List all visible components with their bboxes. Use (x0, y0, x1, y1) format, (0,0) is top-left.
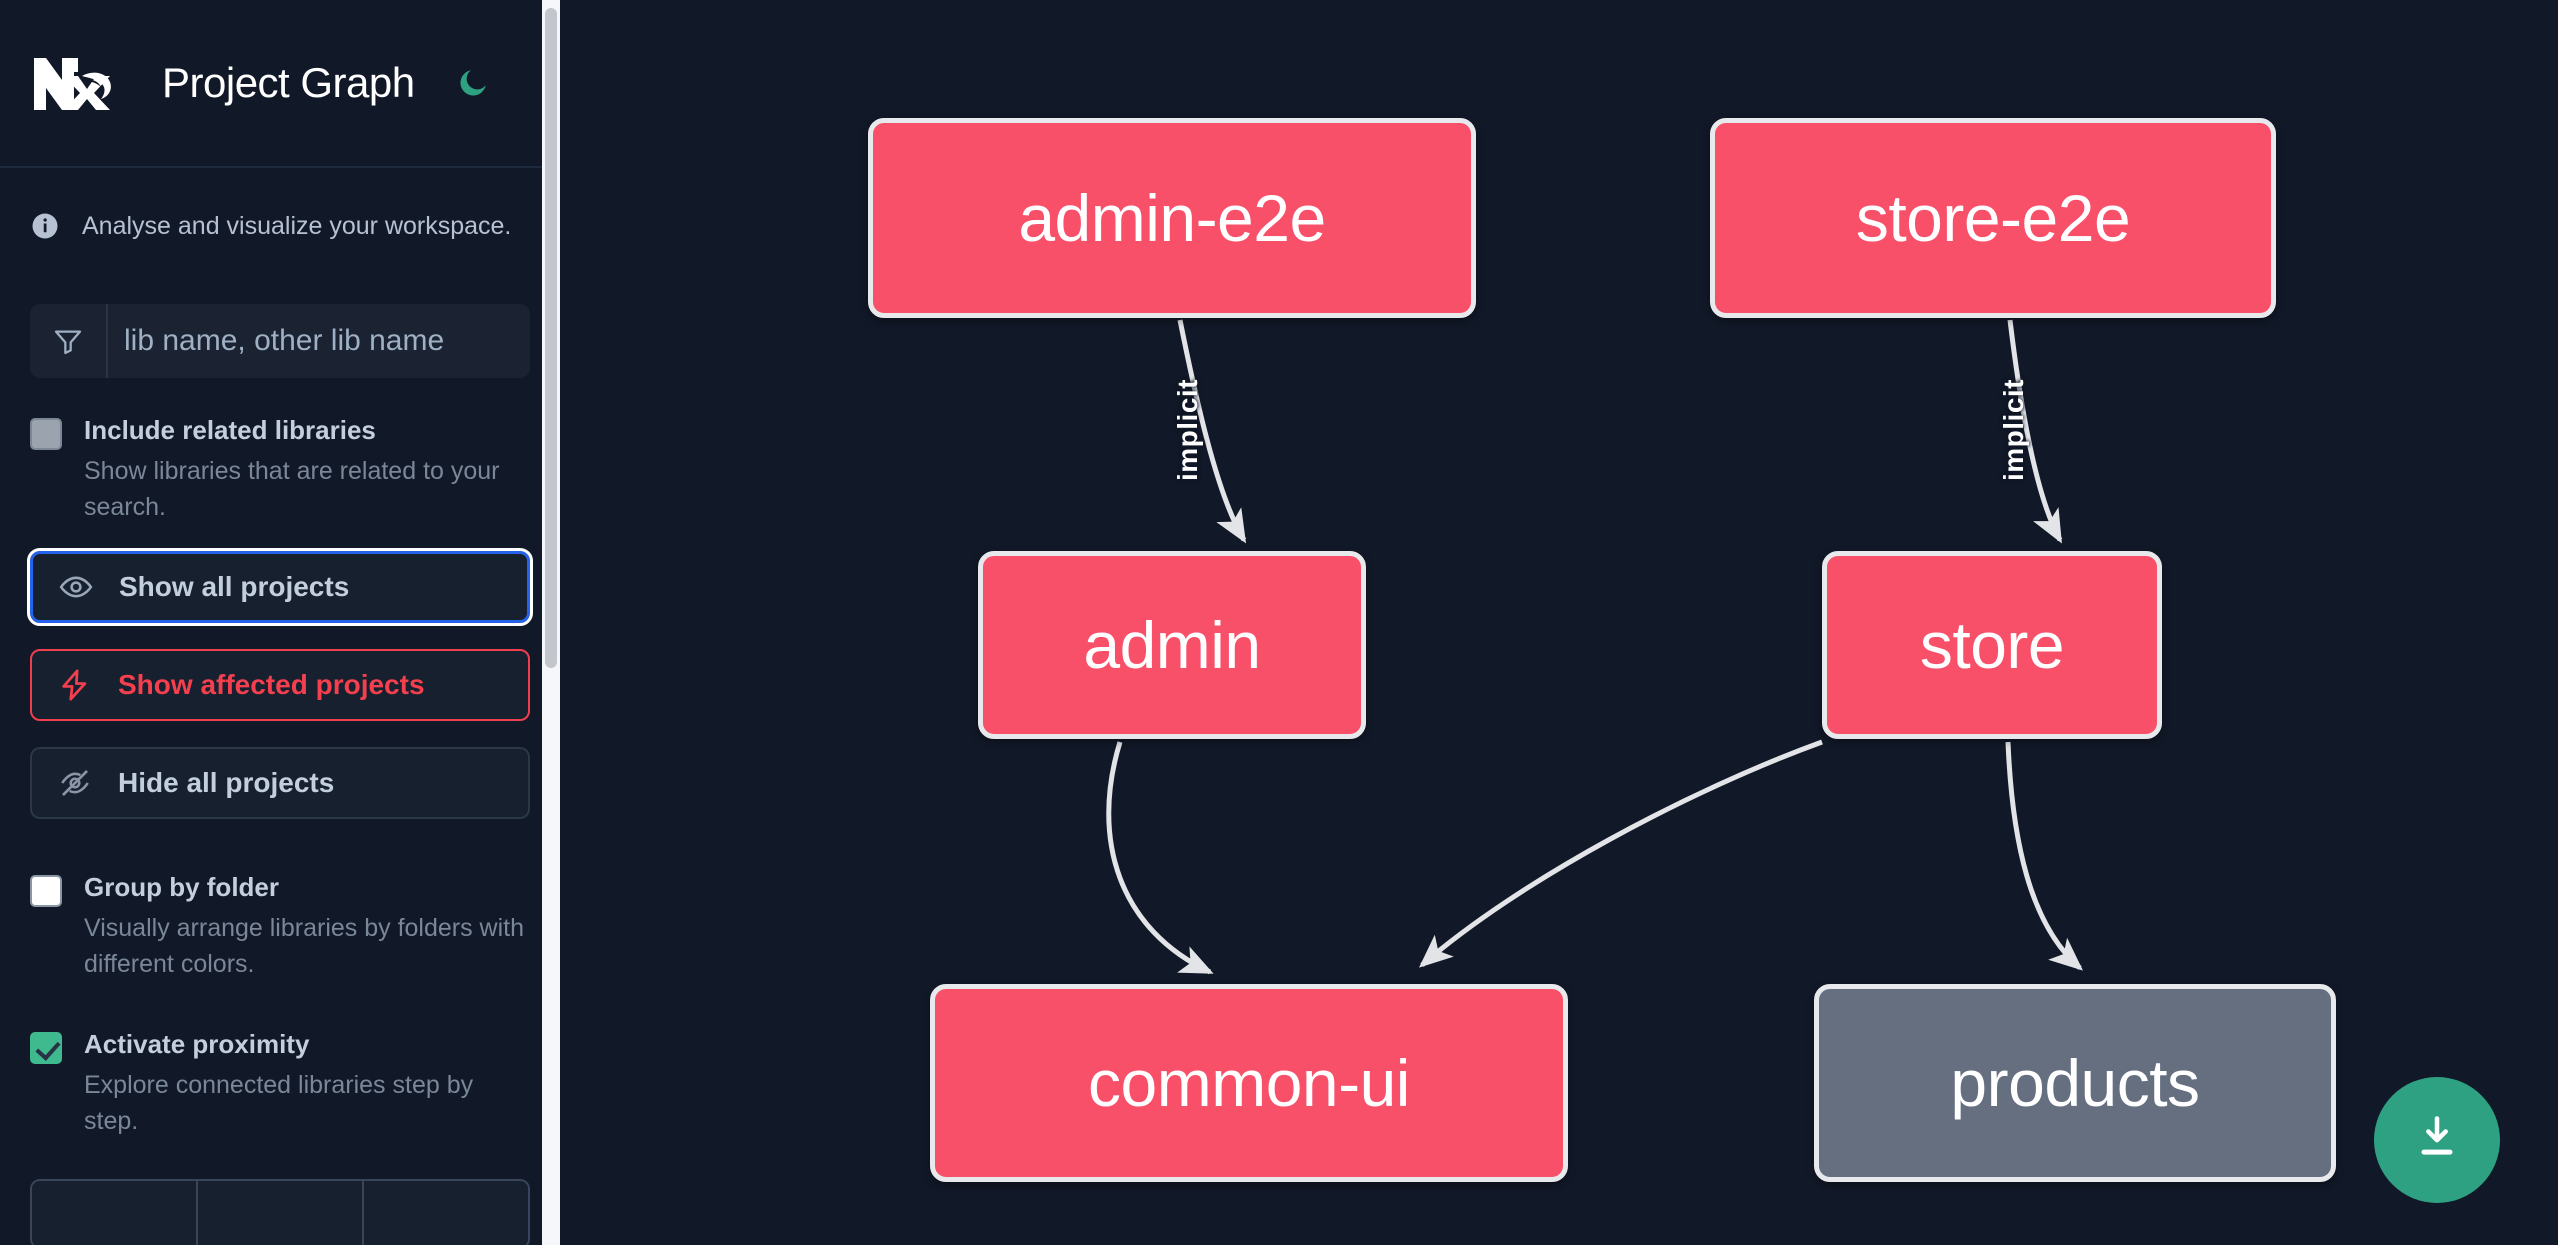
show-all-projects-button[interactable]: Show all projects (27, 548, 533, 626)
checkbox-group-by-folder-box[interactable] (30, 875, 62, 907)
lightning-icon (58, 668, 102, 702)
edge-label-admin-e2e-implicit: implicit (1168, 330, 1208, 530)
sidebar-body: Analyse and visualize your workspace. In… (0, 206, 560, 1245)
sidebar-header: Project Graph (0, 0, 560, 168)
graph-node-admin[interactable]: admin (978, 551, 1366, 739)
graph-node-store[interactable]: store (1822, 551, 2162, 739)
nx-logo-icon (30, 52, 126, 114)
eye-off-icon (58, 766, 102, 800)
checkbox-group-by-folder[interactable]: Group by folder Visually arrange librari… (30, 871, 530, 982)
checkbox-group-by-folder-label: Group by folder (84, 872, 279, 902)
eye-icon (59, 570, 103, 604)
filter-icon (30, 304, 108, 378)
checkbox-activate-proximity-description: Explore connected libraries step by step… (84, 1070, 474, 1135)
proximity-step-increase[interactable] (364, 1181, 528, 1245)
show-affected-projects-label: Show affected projects (118, 669, 425, 700)
tagline-text: Analyse and visualize your workspace. (82, 211, 512, 240)
graph-node-label: admin-e2e (1018, 181, 1326, 255)
hide-all-projects-button[interactable]: Hide all projects (30, 747, 530, 819)
download-icon (2411, 1112, 2463, 1169)
graph-node-admin-e2e[interactable]: admin-e2e (868, 118, 1476, 318)
moon-icon[interactable] (451, 61, 495, 105)
search-input[interactable] (108, 304, 530, 378)
graph-canvas[interactable]: implicit implicit admin-e2e store-e2e ad… (560, 0, 2558, 1245)
edge-admin-e2e-to-admin (1177, 319, 1247, 544)
edge-store-to-products (2005, 741, 2084, 971)
graph-node-common-ui[interactable]: common-ui (930, 984, 1568, 1182)
show-all-projects-label: Show all projects (119, 571, 350, 602)
info-icon (30, 211, 60, 241)
checkbox-activate-proximity-box[interactable] (30, 1032, 62, 1064)
graph-node-label: common-ui (1088, 1046, 1410, 1120)
tagline: Analyse and visualize your workspace. (30, 206, 530, 246)
edge-label-text: implicit (1172, 378, 1203, 481)
checkbox-activate-proximity-label: Activate proximity (84, 1029, 310, 1059)
search-bar[interactable] (30, 304, 530, 378)
graph-node-products[interactable]: products (1814, 984, 2336, 1182)
graph-node-label: products (1950, 1046, 2200, 1120)
edge-label-text: implicit (1998, 378, 2029, 481)
graph-node-store-e2e[interactable]: store-e2e (1710, 118, 2276, 318)
checkbox-include-related-libraries-label: Include related libraries (84, 415, 376, 445)
proximity-step-decrease[interactable] (32, 1181, 198, 1245)
page-title: Project Graph (162, 59, 415, 106)
checkbox-include-related-libraries-description: Show libraries that are related to your … (84, 456, 500, 521)
graph-node-label: store (1919, 608, 2065, 682)
graph-node-label: admin (1083, 608, 1261, 682)
checkbox-activate-proximity[interactable]: Activate proximity Explore connected lib… (30, 1028, 530, 1139)
sidebar-scrollbar[interactable] (542, 0, 560, 1245)
checkbox-include-related-libraries[interactable]: Include related libraries Show libraries… (30, 414, 530, 525)
show-affected-projects-button[interactable]: Show affected projects (30, 649, 530, 721)
checkbox-include-related-libraries-box[interactable] (30, 418, 62, 450)
edge-store-to-common-ui (1418, 739, 1823, 968)
sidebar-scrollbar-thumb[interactable] (545, 8, 557, 668)
sidebar: Project Graph Analyse and visualize your… (0, 0, 560, 1245)
graph-edges (1106, 319, 2084, 975)
edge-label-store-e2e-implicit: implicit (1994, 330, 2034, 530)
download-image-button[interactable] (2374, 1077, 2500, 1203)
graph-node-label: store-e2e (1855, 181, 2131, 255)
checkbox-group-by-folder-description: Visually arrange libraries by folders wi… (84, 913, 525, 978)
proximity-step-value[interactable] (198, 1181, 364, 1245)
edge-store-e2e-to-store (2007, 319, 2063, 544)
proximity-step-button-group[interactable] (30, 1179, 530, 1245)
hide-all-projects-label: Hide all projects (118, 767, 335, 798)
edge-admin-to-common-ui (1106, 741, 1214, 975)
